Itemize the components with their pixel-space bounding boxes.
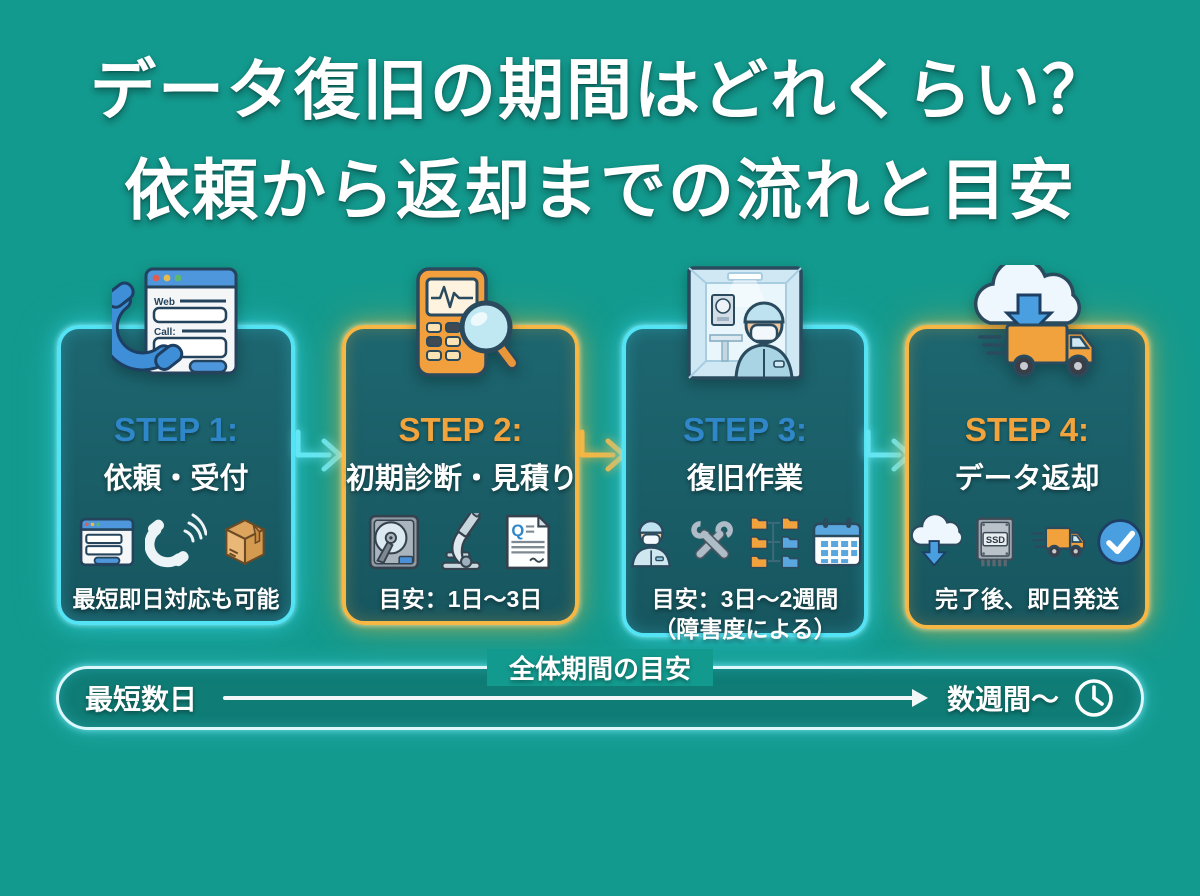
step-2-title: 初期診断・見積り: [346, 463, 579, 495]
overall-timeline: 全体期間の目安 最短数日 数週間〜: [56, 649, 1144, 730]
cloud-truck-delivery-icon: [952, 257, 1102, 398]
step-4-icon-row: SSD: [909, 509, 1145, 575]
page-title-line2: 依頼から返却までの流れと目安: [124, 153, 1076, 227]
phone-call-icon: [145, 513, 207, 568]
step-2-note: 目安：1日〜3日: [378, 586, 543, 612]
step-4-card: STEP 4: データ返却 SSD: [905, 257, 1149, 629]
calendar-icon: [812, 517, 862, 567]
quote-document-icon: Q: [505, 513, 551, 570]
folder-tree-icon: [749, 517, 799, 569]
technician-icon: [631, 519, 672, 568]
crossed-wrenches-icon: [691, 521, 734, 560]
step-1-title: 依頼・受付: [103, 463, 249, 495]
step-3-icon-row: [626, 509, 864, 575]
webform-icon: [79, 517, 135, 567]
call-label: Call:: [154, 327, 176, 338]
diagnostic-device-magnifier-icon: [400, 265, 522, 390]
microscope-icon: [440, 513, 482, 570]
hdd-icon: [368, 514, 419, 570]
timeline-end-label: 数週間〜: [946, 684, 1059, 715]
steps-flow: Web Call: STEP 1: 依頼・受付: [0, 240, 1200, 642]
step-3-card: STEP 3: 復旧作業: [622, 266, 868, 642]
package-box-icon: [224, 519, 266, 566]
step-3-label: STEP 3:: [682, 411, 808, 448]
quote-q-label: Q: [511, 521, 524, 540]
timeline-arrow: [223, 689, 928, 707]
page-title: データ復旧の期間はどれくらい？ 依頼から返却までの流れと目安: [0, 0, 1200, 240]
ssd-icon: SSD: [976, 517, 1015, 567]
clock-icon: [1073, 677, 1115, 719]
phone-webform-icon: Web Call:: [98, 265, 240, 392]
arrow-step1-to-step2: [291, 428, 349, 485]
step-2-label: STEP 2:: [398, 411, 523, 448]
cleanroom-technician-icon: [686, 265, 804, 386]
step-1-note: 最短即日対応も可能: [72, 586, 280, 612]
step-4-note: 完了後、即日発送: [935, 586, 1119, 612]
step-2-icon-row: Q: [346, 509, 575, 575]
page-title-line1: データ復旧の期間はどれくらい？: [90, 53, 1110, 127]
delivery-truck-icon: [1030, 526, 1085, 558]
ssd-label: SSD: [986, 535, 1005, 545]
step-4-title: データ返却: [954, 463, 1100, 495]
step-1-icon-row: [61, 509, 291, 575]
step-1-label: STEP 1:: [113, 411, 239, 448]
check-circle-icon: [1096, 519, 1143, 565]
timeline-start-label: 最短数日: [85, 684, 198, 715]
web-label: Web: [154, 297, 175, 308]
step-2-card: STEP 2: 初期診断・見積り: [342, 267, 579, 625]
step-3-title: 復旧作業: [686, 463, 803, 495]
step-4-label: STEP 4:: [964, 411, 1090, 448]
timeline-title: 全体期間の目安: [486, 649, 714, 686]
step-1-card: Web Call: STEP 1: 依頼・受付: [57, 267, 295, 625]
cloud-download-icon: [910, 515, 962, 567]
step-3-note: 目安：3日〜2週間: [651, 586, 839, 612]
step-3-note2: （障害度による）: [653, 615, 837, 642]
